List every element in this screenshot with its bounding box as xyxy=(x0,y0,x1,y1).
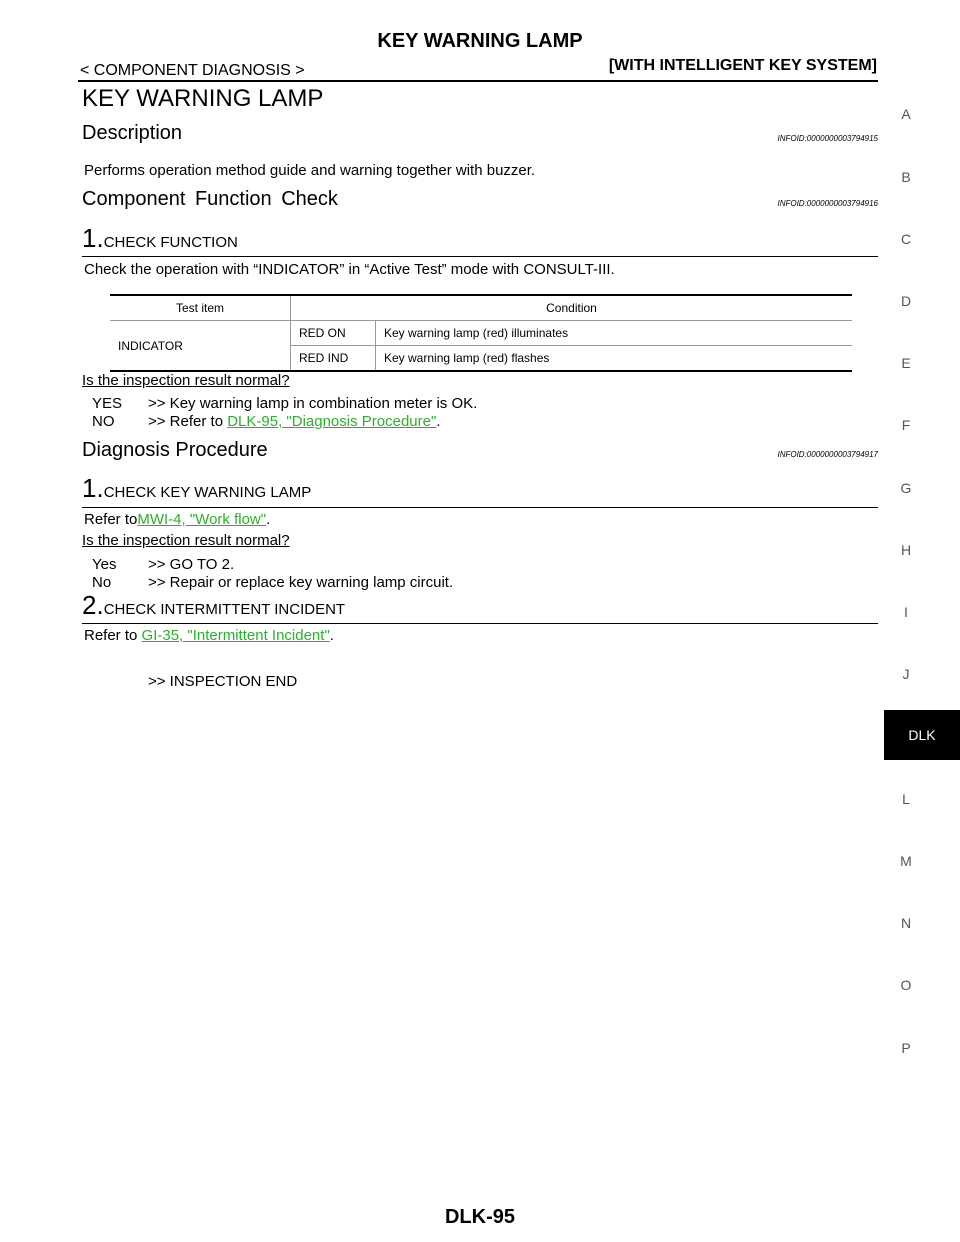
answer-key: NO xyxy=(92,413,115,430)
page-number: DLK-95 xyxy=(444,1206,515,1228)
diagnosis-step-2: 2.CHECK INTERMITTENT INCIDENT xyxy=(82,590,345,621)
function-question: Is the inspection result normal? xyxy=(82,372,290,389)
diagnosis-heading: Diagnosis Procedure xyxy=(82,439,268,461)
side-tab-p[interactable]: P xyxy=(901,1040,911,1056)
answer-key: YES xyxy=(92,395,123,412)
side-tab-m[interactable]: M xyxy=(900,853,912,869)
answer-text: >> Repair or replace key warning lamp ci… xyxy=(148,574,454,591)
answer-key: No xyxy=(92,574,112,591)
page-title: KEY WARNING LAMP xyxy=(82,85,324,112)
table-cell-item: INDICATOR xyxy=(110,320,291,372)
step-rule xyxy=(82,256,878,257)
step1-reference: Refer toMWI-4, "Work flow". xyxy=(84,511,270,528)
table-cell-result: Key warning lamp (red) illuminates xyxy=(375,320,852,346)
intermittent-incident-link[interactable]: GI-35, "Intermittent Incident" xyxy=(141,627,330,644)
side-tab-h[interactable]: H xyxy=(900,542,912,558)
side-tab-dlk[interactable]: DLK xyxy=(884,710,960,760)
description-infoid: INFOID:0000000003794915 xyxy=(777,134,878,143)
side-tab-l[interactable]: L xyxy=(902,791,910,807)
side-tab-j[interactable]: J xyxy=(902,666,910,682)
answer-suffix: . xyxy=(436,413,441,430)
step-number: 2. xyxy=(82,590,104,620)
side-tab-b[interactable]: B xyxy=(901,169,911,185)
description-heading: Description xyxy=(82,122,183,144)
answer-text: >> Refer to xyxy=(148,413,228,430)
step-number: 1. xyxy=(82,223,104,253)
step-title: CHECK KEY WARNING LAMP xyxy=(103,484,312,501)
side-tab-i[interactable]: I xyxy=(904,604,908,620)
diagnosis-infoid: INFOID:0000000003794917 xyxy=(777,450,878,459)
function-answer-yes: YES >> Key warning lamp in combination me… xyxy=(92,395,477,412)
step-rule xyxy=(82,623,878,624)
reference-suffix: . xyxy=(266,511,271,528)
description-text: Performs operation method guide and warn… xyxy=(84,162,536,179)
header-section-label: < COMPONENT DIAGNOSIS > xyxy=(80,62,305,79)
function-instruction: Check the operation with “INDICATOR” in … xyxy=(84,261,615,278)
test-table: Test item Condition INDICATOR RED ON Key… xyxy=(110,294,852,372)
function-check-infoid: INFOID:0000000003794916 xyxy=(777,199,878,208)
answer-key: Yes xyxy=(92,556,117,573)
diagnosis-answer-yes: Yes >> GO TO 2. xyxy=(92,556,234,573)
step2-reference: Refer to GI-35, "Intermittent Incident". xyxy=(84,627,334,644)
side-tab-c[interactable]: C xyxy=(900,231,912,247)
function-step-1: 1.CHECK FUNCTION xyxy=(82,223,238,254)
side-tab-a[interactable]: A xyxy=(901,106,911,122)
diagnosis-procedure-link[interactable]: DLK-95, "Diagnosis Procedure" xyxy=(227,413,437,430)
table-header-condition: Condition xyxy=(290,294,852,321)
header-rule xyxy=(78,80,878,82)
step-title: CHECK FUNCTION xyxy=(103,234,238,251)
reference-prefix: Refer to xyxy=(84,511,138,528)
diagnosis-answer-no: No >> Repair or replace key warning lamp … xyxy=(92,574,453,591)
work-flow-link[interactable]: MWI-4, "Work flow" xyxy=(137,511,267,528)
header-system-label: [WITH INTELLIGENT KEY SYSTEM] xyxy=(608,57,877,74)
side-tab-f[interactable]: F xyxy=(901,417,911,433)
diagnosis-question: Is the inspection result normal? xyxy=(82,532,290,549)
diagnosis-step-1: 1.CHECK KEY WARNING LAMP xyxy=(82,473,311,504)
function-check-heading: Component Function Check xyxy=(82,188,338,210)
step-number: 1. xyxy=(82,473,104,503)
table-cell-mode: RED IND xyxy=(290,345,376,372)
function-answer-no: NO >> Refer to DLK-95, "Diagnosis Procedu… xyxy=(92,413,440,430)
reference-prefix: Refer to xyxy=(84,627,142,644)
side-tab-e[interactable]: E xyxy=(901,355,911,371)
table-header-item: Test item xyxy=(110,294,291,321)
answer-text: >> Key warning lamp in combination meter… xyxy=(148,395,478,412)
side-tab-n[interactable]: N xyxy=(900,915,912,931)
inspection-end: >> INSPECTION END xyxy=(148,673,298,690)
side-tab-o[interactable]: O xyxy=(900,977,912,993)
answer-text: >> GO TO 2. xyxy=(148,556,235,573)
side-tab-d[interactable]: D xyxy=(900,293,912,309)
table-cell-result: Key warning lamp (red) flashes xyxy=(375,345,852,372)
page-header-title: KEY WARNING LAMP xyxy=(377,30,583,52)
side-tab-g[interactable]: G xyxy=(900,480,912,496)
table-cell-mode: RED ON xyxy=(290,320,376,346)
step-rule xyxy=(82,507,878,508)
step-title: CHECK INTERMITTENT INCIDENT xyxy=(103,601,346,618)
reference-suffix: . xyxy=(329,627,334,644)
